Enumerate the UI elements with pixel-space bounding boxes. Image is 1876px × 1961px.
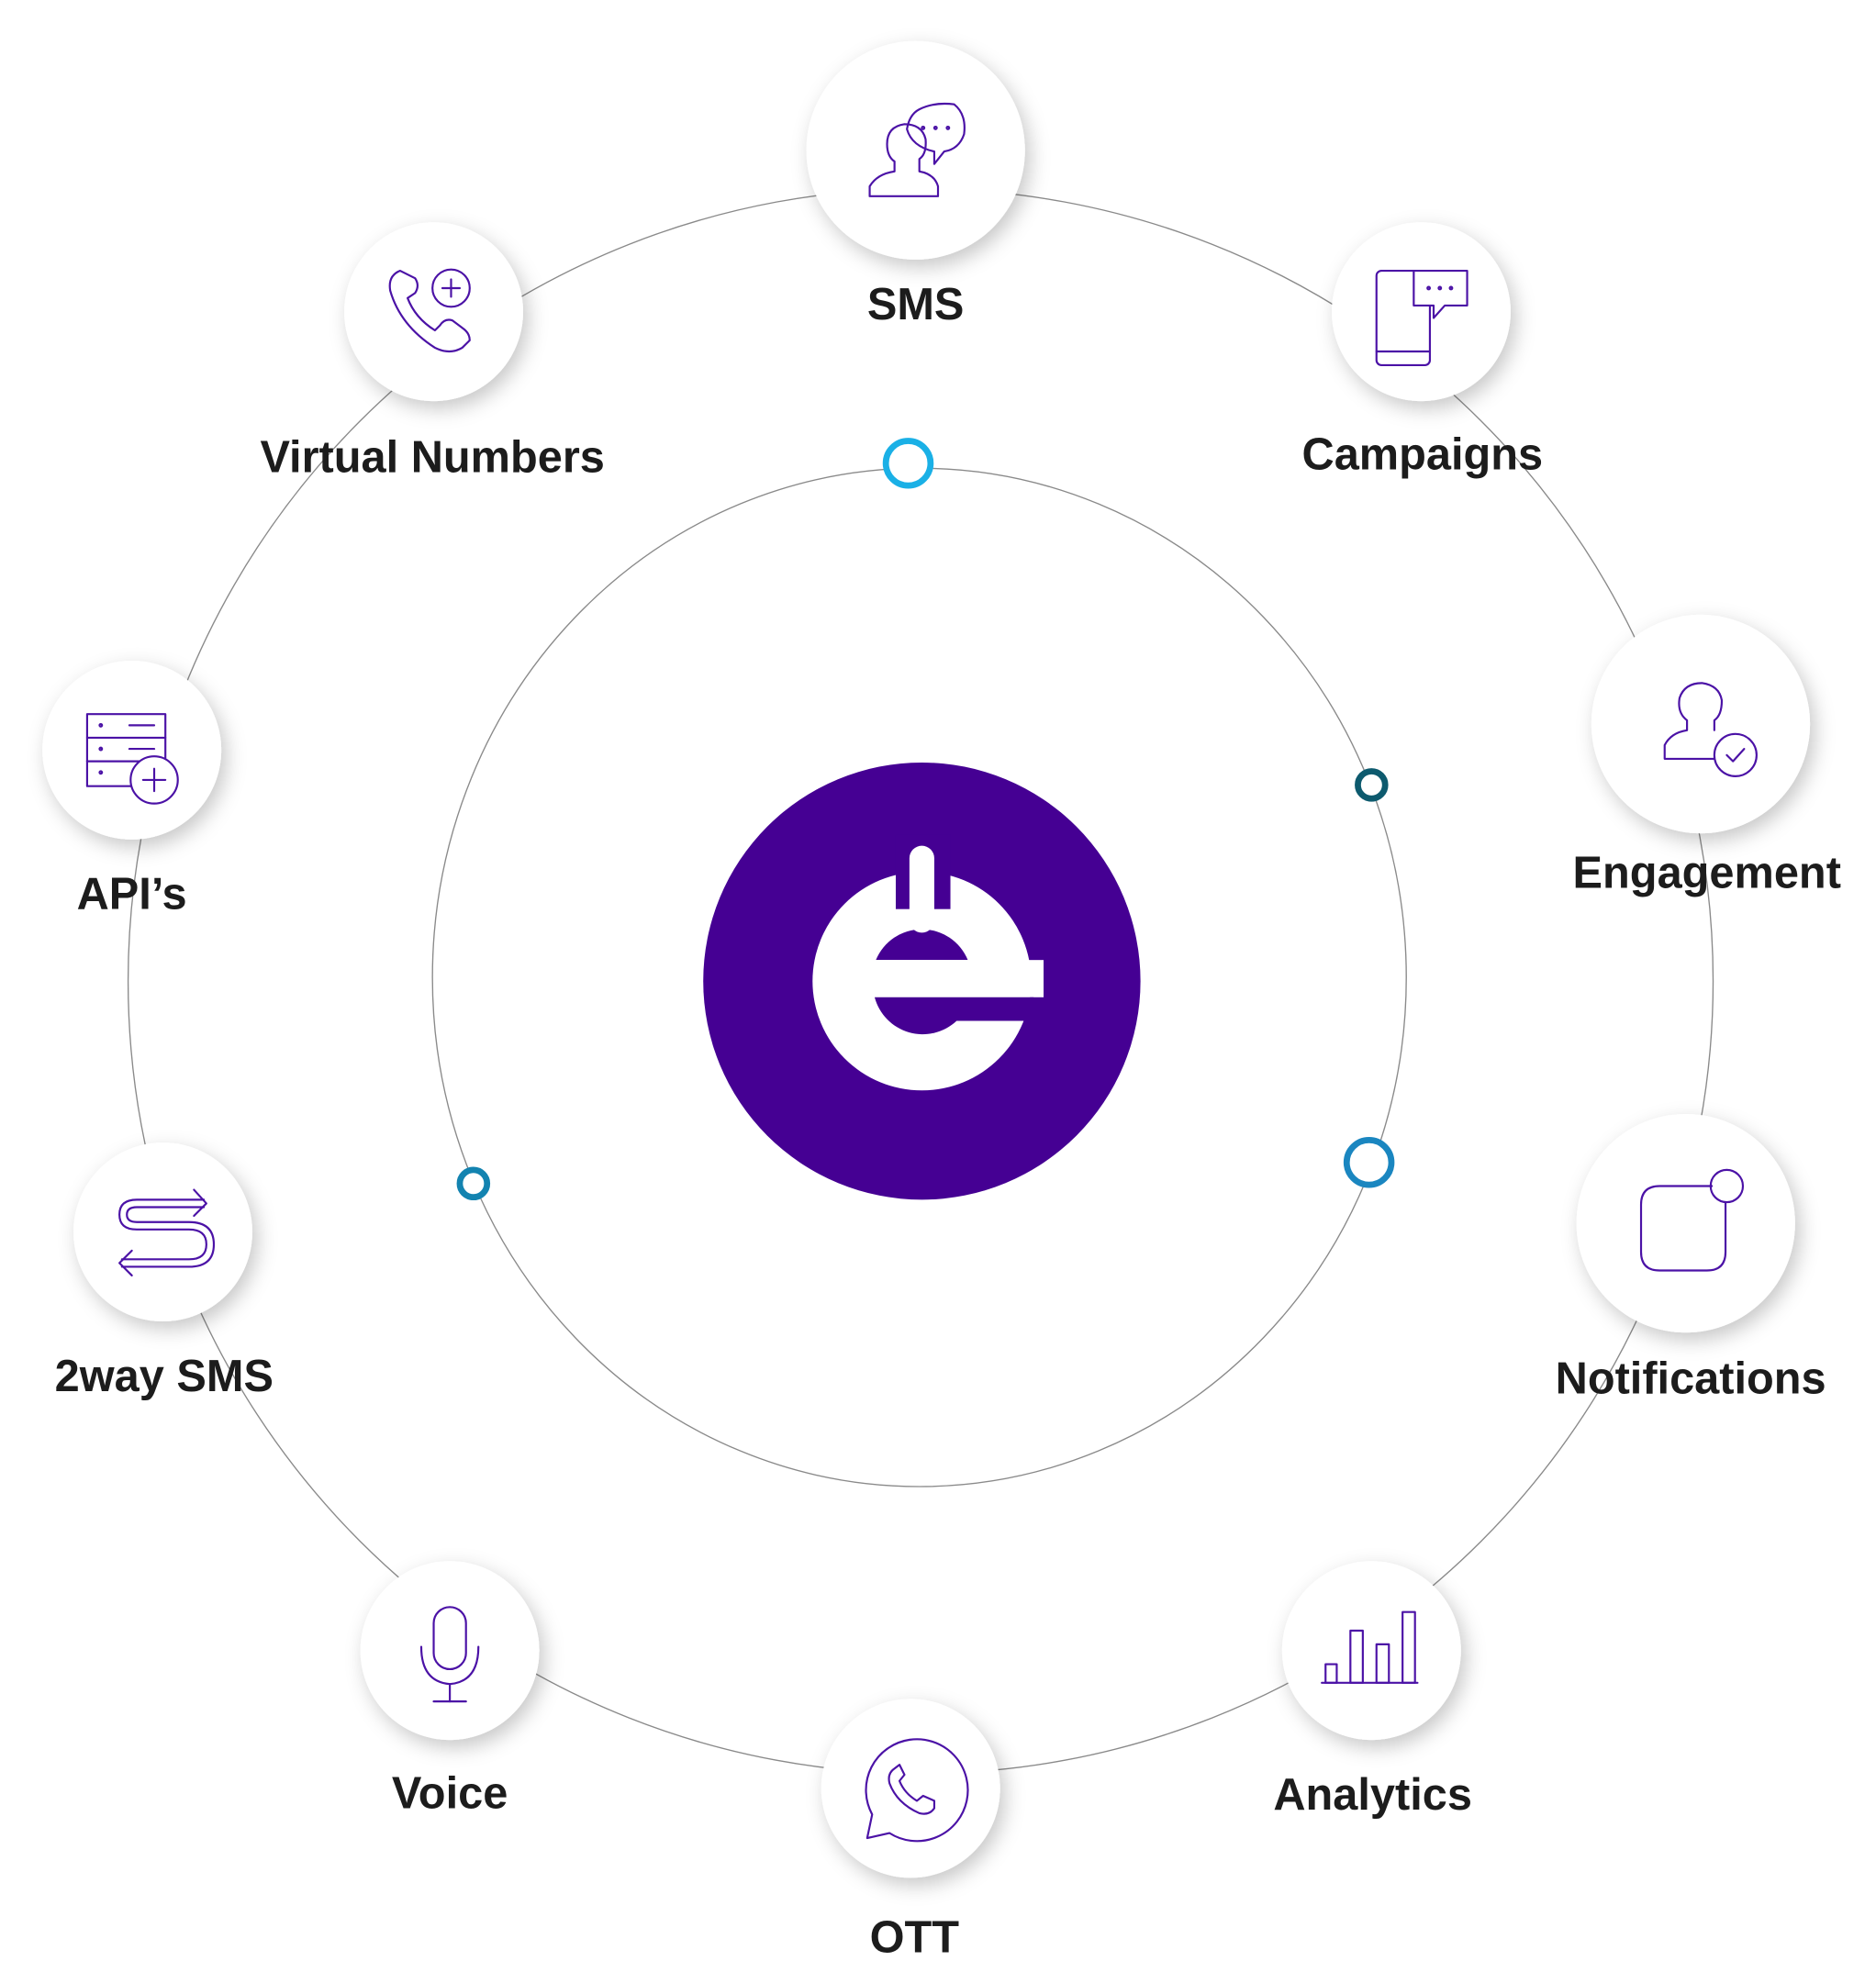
center-logo	[703, 762, 1141, 1200]
node-notifications[interactable]: Notifications	[1556, 1113, 1826, 1404]
node-label: API’s	[77, 870, 187, 919]
node-ott[interactable]: OTT	[821, 1699, 1000, 1961]
node-apis[interactable]: API’s	[42, 661, 222, 919]
node-campaigns[interactable]: Campaigns	[1302, 222, 1544, 480]
node-2way-sms[interactable]: 2way SMS	[55, 1142, 274, 1401]
node-label: Notifications	[1556, 1354, 1826, 1404]
user-check-icon	[1663, 682, 1758, 777]
node-voice[interactable]: Voice	[360, 1561, 540, 1819]
chat-person-icon	[868, 102, 966, 197]
node-label: Voice	[392, 1769, 508, 1819]
node-label: Virtual Numbers	[260, 432, 604, 482]
whatsapp-icon	[865, 1738, 969, 1843]
notification-badge-icon	[1639, 1168, 1745, 1272]
node-virtual-numbers[interactable]: Virtual Numbers	[260, 222, 605, 482]
server-add-icon	[85, 713, 179, 805]
two-way-arrows-icon	[118, 1188, 216, 1277]
orbit-dot	[456, 1166, 491, 1201]
node-label: OTT	[870, 1913, 960, 1961]
microphone-icon	[419, 1606, 480, 1703]
mobile-message-icon	[1375, 269, 1468, 366]
node-engagement[interactable]: Engagement	[1573, 614, 1841, 898]
orbit-dot	[1355, 768, 1389, 802]
orbit-dot	[882, 438, 934, 489]
orbit-dot	[1343, 1137, 1395, 1188]
node-analytics[interactable]: Analytics	[1273, 1561, 1472, 1820]
bar-chart-icon	[1321, 1610, 1419, 1684]
node-sms[interactable]: SMS	[806, 40, 1025, 329]
node-label: Engagement	[1573, 849, 1841, 898]
node-label: 2way SMS	[55, 1352, 274, 1401]
node-label: SMS	[867, 280, 965, 329]
node-label: Analytics	[1273, 1770, 1472, 1820]
node-label: Campaigns	[1302, 430, 1544, 480]
phone-add-icon	[388, 268, 471, 353]
